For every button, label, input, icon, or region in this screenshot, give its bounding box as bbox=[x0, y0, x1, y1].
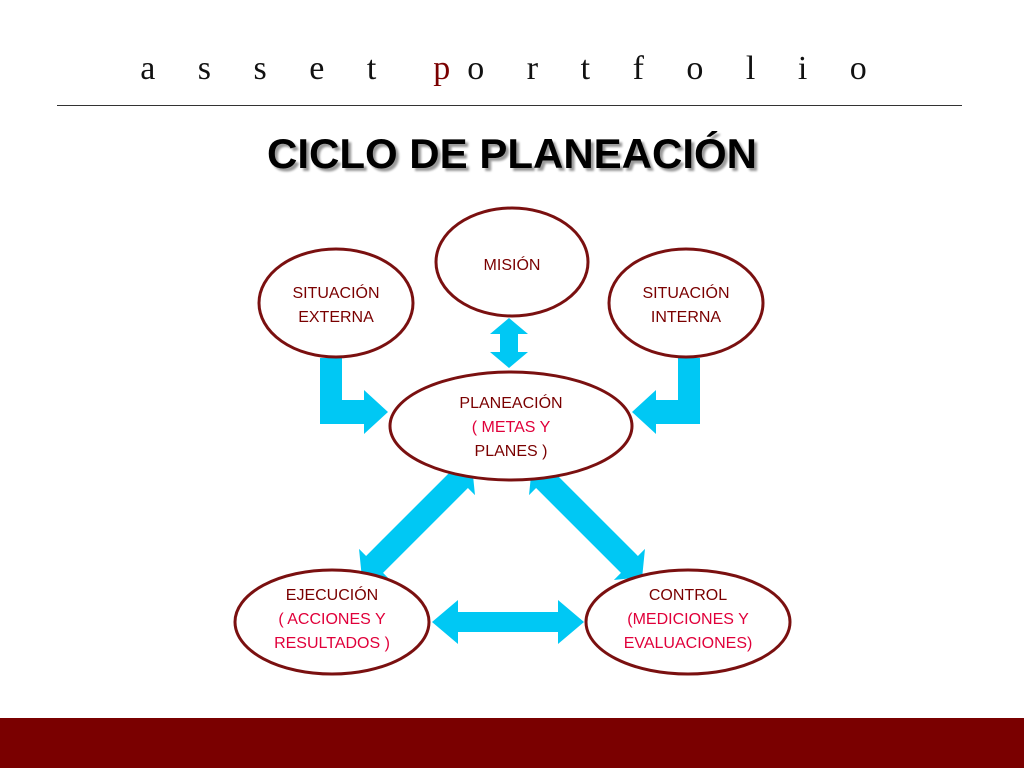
label-ejecucion-title: EJECUCIÓN bbox=[286, 585, 378, 604]
label-planeacion-sub2: PLANES ) bbox=[475, 443, 548, 460]
label-situacion-interna-2: INTERNA bbox=[651, 309, 722, 326]
label-situacion-interna-1: SITUACIÓN bbox=[642, 283, 729, 302]
footer-band bbox=[0, 718, 1024, 768]
label-control-title: CONTROL bbox=[649, 587, 727, 604]
header-divider bbox=[57, 105, 962, 106]
label-situacion-externa-1: SITUACIÓN bbox=[292, 283, 379, 302]
arrow-mision-planeacion bbox=[490, 318, 528, 368]
diagram-labels: MISIÓN SITUACIÓN EXTERNA SITUACIÓN INTER… bbox=[274, 255, 752, 652]
label-control-sub2: EVALUACIONES) bbox=[624, 635, 753, 652]
node-situacion-interna bbox=[607, 247, 765, 359]
label-control-sub1: (MEDICIONES Y bbox=[627, 611, 749, 628]
node-mision bbox=[434, 206, 590, 318]
arrow-interna-to-planeacion bbox=[632, 358, 700, 434]
label-situacion-externa-2: EXTERNA bbox=[298, 309, 374, 326]
diagram-arrows bbox=[320, 318, 700, 644]
arrow-planeacion-control bbox=[529, 464, 645, 580]
arrow-ejecucion-control bbox=[432, 600, 584, 644]
label-ejecucion-sub1: ( ACCIONES Y bbox=[278, 611, 386, 628]
brand-text-asset: a s s e t bbox=[140, 50, 394, 87]
node-situacion-externa bbox=[257, 247, 415, 359]
brand-logo: a s s e t po r t f o l i o bbox=[0, 50, 1024, 88]
label-ejecucion-sub2: RESULTADOS ) bbox=[274, 635, 390, 652]
brand-accent-letter: p bbox=[433, 50, 468, 87]
label-planeacion-sub1: ( METAS Y bbox=[472, 419, 551, 436]
node-ejecucion bbox=[233, 568, 431, 676]
node-control bbox=[584, 568, 792, 676]
page-title: CICLO DE PLANEACIÓN bbox=[266, 130, 757, 177]
label-mision: MISIÓN bbox=[484, 255, 541, 274]
brand-text-ortfolio: o r t f o l i o bbox=[467, 50, 884, 87]
arrow-planeacion-ejecucion bbox=[359, 464, 475, 580]
arrow-externa-to-planeacion bbox=[320, 358, 388, 434]
diagram-nodes bbox=[233, 206, 792, 676]
label-planeacion-title: PLANEACIÓN bbox=[459, 393, 562, 412]
node-planeacion bbox=[388, 370, 634, 482]
